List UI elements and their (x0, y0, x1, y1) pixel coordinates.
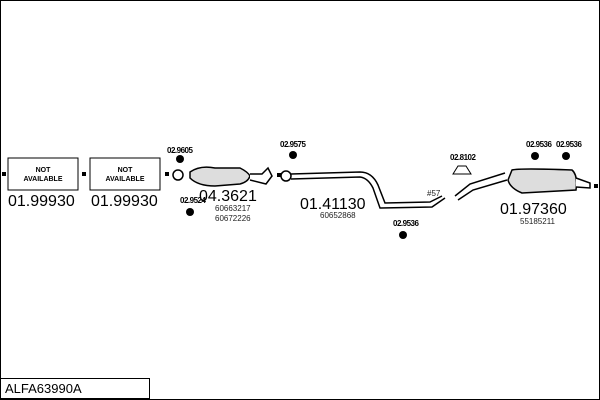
na-label: NOT (36, 167, 52, 174)
svg-text:02.8102: 02.8102 (450, 153, 476, 162)
svg-text:02.9536: 02.9536 (393, 219, 419, 228)
part-number: 04.3621 (199, 188, 257, 205)
accessory-5[interactable]: 02.8102 (450, 153, 477, 175)
na-label: NOT (118, 167, 134, 174)
part-number: 01.97360 (500, 201, 567, 218)
oem-number: 60652868 (320, 211, 356, 220)
middle-pipe[interactable] (280, 170, 446, 209)
svg-text:02.9605: 02.9605 (167, 146, 193, 155)
part-box-1[interactable]: NOT AVAILABLE (7, 157, 79, 191)
accessory-7[interactable]: 02.9536 (556, 140, 583, 160)
part-number: 01.41130 (300, 196, 366, 213)
accessory-4[interactable]: 02.9536 (393, 219, 420, 239)
accessory-2[interactable]: 02.9524 (180, 196, 207, 216)
svg-text:02.9575: 02.9575 (280, 140, 306, 149)
accessory-3[interactable]: 02.9575 (280, 140, 307, 159)
rear-silencer[interactable] (454, 168, 591, 201)
model-code: ALFA63990A (0, 378, 150, 399)
svg-text:02.9536: 02.9536 (556, 140, 582, 149)
na-label: AVAILABLE (23, 176, 62, 183)
part-number: 01.99930 (8, 193, 75, 210)
oem-number: 55185211 (520, 217, 556, 226)
na-label: AVAILABLE (105, 176, 144, 183)
svg-text:02.9536: 02.9536 (526, 140, 552, 149)
oem-number: 60672226 (215, 214, 251, 223)
catalytic-converter[interactable] (172, 166, 273, 187)
oem-number: 60663217 (215, 204, 251, 213)
accessory-6[interactable]: 02.9536 (526, 140, 553, 160)
pipe-marker: #57 (427, 189, 441, 198)
part-number: 01.99930 (91, 193, 158, 210)
part-box-2[interactable]: NOT AVAILABLE (89, 157, 161, 191)
svg-text:02.9524: 02.9524 (180, 196, 206, 205)
accessory-1[interactable]: 02.9605 (167, 146, 194, 163)
